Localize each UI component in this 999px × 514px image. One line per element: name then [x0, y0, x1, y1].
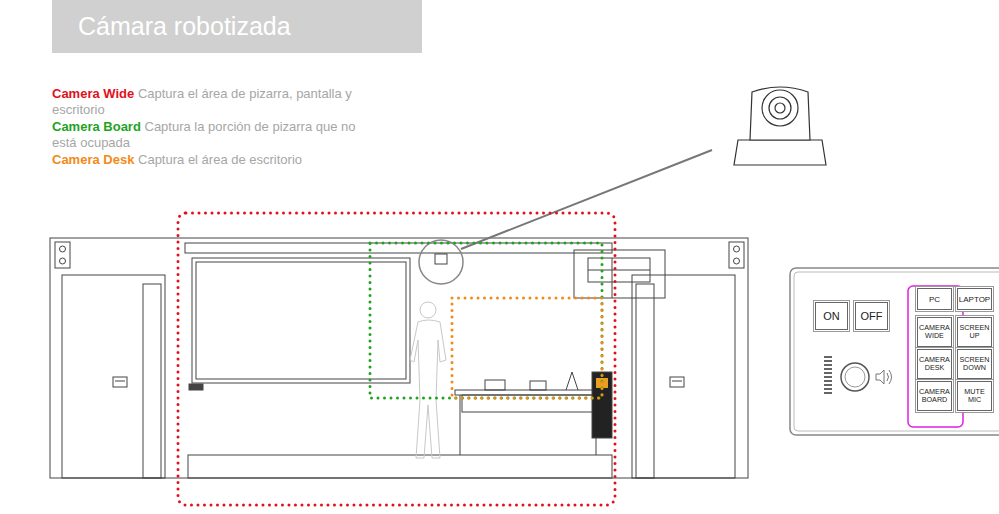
- button-label: SCREEN DOWN: [958, 356, 991, 372]
- legend-line: Camera Wide Captura el área de pizarra, …: [52, 86, 382, 118]
- button-label: OFF: [861, 310, 883, 322]
- legend-line: Camera Board Captura la porción de pizar…: [52, 119, 382, 151]
- title-band: Cámara robotizada: [52, 0, 422, 53]
- title-text: Cámara robotizada: [78, 12, 291, 41]
- panel-button: PC: [917, 288, 952, 310]
- panel-button: MUTE MIC: [957, 381, 992, 411]
- button-label: LAPTOP: [959, 295, 990, 304]
- button-label: CAMERA BOARD: [918, 388, 951, 404]
- button-label: CAMERA DESK: [918, 356, 951, 372]
- button-label: MUTE MIC: [958, 388, 991, 404]
- button-label: PC: [929, 295, 940, 304]
- legend-swatch: Camera Board: [52, 119, 141, 134]
- button-label: CAMERA WIDE: [918, 324, 951, 340]
- panel-button: SCREEN DOWN: [957, 349, 992, 379]
- panel-button: ON: [815, 302, 848, 330]
- panel-button: OFF: [855, 302, 888, 330]
- panel-button: LAPTOP: [957, 288, 992, 310]
- button-label: SCREEN UP: [958, 324, 991, 340]
- panel-button: SCREEN UP: [957, 317, 992, 347]
- panel-button: CAMERA DESK: [917, 349, 952, 379]
- panel-button: CAMERA BOARD: [917, 381, 952, 411]
- legend: Camera Wide Captura el área de pizarra, …: [52, 86, 382, 169]
- button-label: ON: [823, 310, 840, 322]
- legend-line: Camera Desk Captura el área de escritori…: [52, 152, 382, 168]
- legend-text: Camera Desk: [52, 152, 134, 167]
- legend-description: Captura el área de escritorio: [138, 152, 302, 167]
- legend-swatch: Camera Desk: [52, 152, 134, 167]
- panel-button: CAMERA WIDE: [917, 317, 952, 347]
- legend-text: Camera Board: [52, 119, 141, 134]
- legend-text: Camera Wide: [52, 86, 134, 101]
- legend-swatch: Camera Wide: [52, 86, 134, 101]
